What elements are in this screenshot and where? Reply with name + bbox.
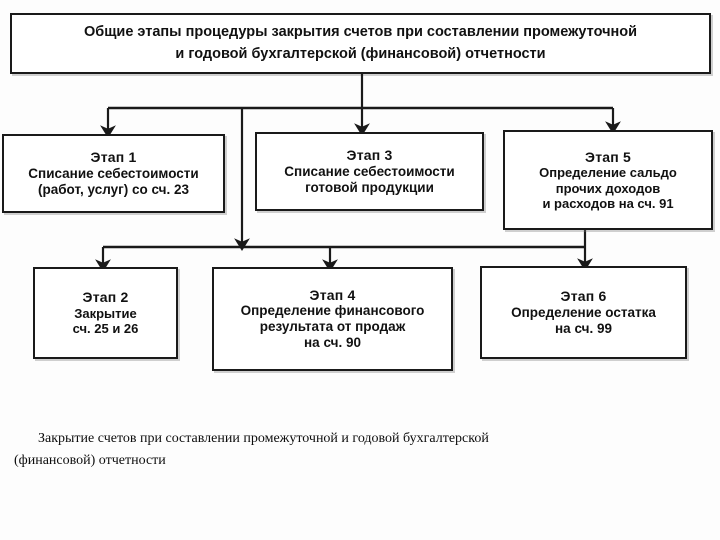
stage-5-line-2: прочих доходов — [555, 180, 661, 196]
stage-1-title: Этап 1 — [90, 149, 137, 166]
caption-line-1: Закрытие счетов при составлении промежут… — [38, 431, 489, 446]
stage-4-line-1: Определение финансового — [240, 303, 425, 319]
stage-5-line-3: и расходов на сч. 91 — [542, 195, 674, 211]
stage-6-line-2: на сч. 99 — [555, 320, 612, 336]
stage-3-title: Этап 3 — [346, 147, 393, 164]
stage-box-4: Этап 4 Определение финансового результат… — [212, 267, 453, 371]
stage-3-line-1: Списание себестоимости — [284, 163, 455, 179]
stage-box-6: Этап 6 Определение остатка на сч. 99 — [480, 266, 687, 359]
stage-2-line-2: сч. 25 и 26 — [72, 321, 139, 337]
stage-4-title: Этап 4 — [309, 286, 356, 303]
stage-box-5: Этап 5 Определение сальдо прочих доходов… — [503, 130, 713, 230]
stage-1-line-2: (работ, услуг) со сч. 23 — [37, 181, 190, 197]
header-line-1: Общие этапы процедуры закрытия счетов пр… — [83, 24, 638, 41]
stage-box-3: Этап 3 Списание себестоимости готовой пр… — [255, 132, 484, 211]
stage-4-line-2: результата от продаж — [259, 319, 406, 335]
stage-5-line-1: Определение сальдо — [539, 165, 677, 181]
header-line-2: и годовой бухгалтерской (финансовой) отч… — [175, 45, 546, 62]
stage-box-1: Этап 1 Списание себестоимости (работ, ус… — [2, 134, 225, 213]
stage-2-title: Этап 2 — [82, 289, 129, 306]
stage-5-title: Этап 5 — [585, 148, 631, 165]
diagram-header-box: Общие этапы процедуры закрытия счетов пр… — [10, 13, 711, 74]
caption-line-2: (финансовой) отчетности — [14, 452, 166, 468]
stage-3-line-2: готовой продукции — [305, 179, 434, 195]
stage-box-2: Этап 2 Закрытие сч. 25 и 26 — [33, 267, 178, 359]
stage-6-title: Этап 6 — [560, 288, 607, 305]
stage-4-line-3: на сч. 90 — [304, 335, 361, 351]
stage-2-line-1: Закрытие — [74, 305, 137, 321]
figure-caption: Закрытие счетов при составлении промежут… — [14, 428, 678, 471]
stage-6-line-1: Определение остатка — [511, 304, 656, 320]
stage-1-line-1: Списание себестоимости — [28, 165, 199, 181]
